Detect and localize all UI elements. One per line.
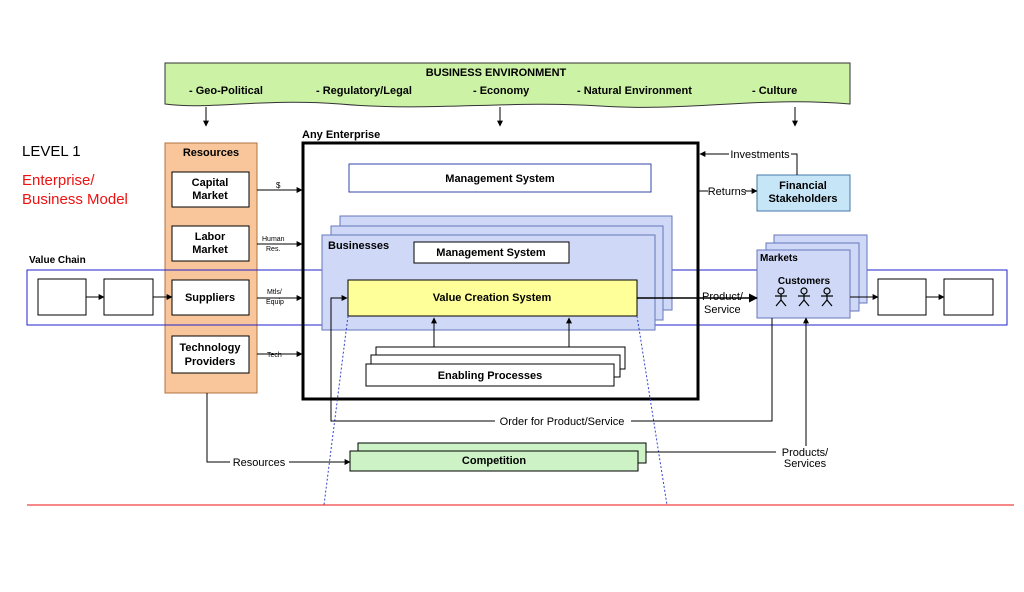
labor-market-line1: Labor	[195, 231, 226, 243]
flow-labor-line1: Human	[262, 236, 285, 243]
management-system-label: Management System	[445, 173, 555, 185]
businesses-title: Businesses	[328, 240, 389, 252]
competition-label: Competition	[462, 455, 526, 467]
resources-to-competition-line	[206, 393, 230, 463]
labor-market-box	[171, 225, 250, 262]
value-creation-system-label: Value Creation System	[433, 292, 552, 304]
customer-figure-icon	[821, 287, 833, 307]
value-chain-box-3	[877, 278, 927, 316]
customers-label: Customers	[778, 276, 831, 287]
capital-market-line2: Market	[192, 190, 228, 202]
value-chain-box-2	[103, 278, 154, 316]
flow-tech-label: Tech	[267, 352, 282, 359]
enabling-processes-box	[365, 363, 615, 387]
level-label: LEVEL 1	[22, 143, 81, 160]
enabling-processes-label: Enabling Processes	[438, 370, 543, 382]
value-chain-box-1	[37, 278, 87, 316]
investments-label: Investments	[730, 149, 790, 161]
order-line-left	[330, 295, 495, 422]
products-services-line2: Services	[784, 458, 827, 470]
products-services-line1: Products/	[782, 447, 829, 459]
financial-stakeholders-box	[756, 174, 851, 212]
customer-figure-icon	[798, 287, 810, 307]
model-title-line1: Enterprise/	[22, 172, 95, 189]
order-label: Order for Product/Service	[500, 416, 625, 428]
value-chain-label: Value Chain	[29, 255, 86, 266]
markets-title: Markets	[760, 253, 798, 264]
flow-capital-label: $	[276, 181, 281, 190]
model-title-line2: Business Model	[22, 191, 128, 208]
env-item-geo-political: - Geo-Political	[189, 85, 263, 97]
env-item-culture: - Culture	[752, 85, 797, 97]
resources-flow-label: Resources	[233, 457, 286, 469]
env-item-regulatory: - Regulatory/Legal	[316, 85, 412, 97]
technology-providers-line2: Providers	[185, 356, 236, 368]
financial-stakeholders-line1: Financial	[779, 180, 827, 192]
business-management-system-label: Management System	[436, 247, 546, 259]
business-management-system-box	[413, 241, 570, 264]
value-creation-system-box	[347, 279, 638, 317]
customer-figures	[775, 287, 833, 307]
product-service-line2: Service	[704, 304, 741, 316]
enterprise-box	[301, 141, 700, 401]
financial-stakeholders-line2: Stakeholders	[768, 193, 837, 205]
returns-label: Returns	[708, 186, 747, 198]
zoom-line-right	[636, 315, 668, 506]
customer-figure-icon	[775, 287, 787, 307]
product-service-line1: Product/	[702, 291, 744, 303]
enterprise-title: Any Enterprise	[302, 129, 380, 141]
management-system-box	[348, 163, 652, 193]
resources-title: Resources	[183, 147, 239, 159]
capital-market-box	[171, 171, 250, 208]
suppliers-label: Suppliers	[185, 292, 235, 304]
investments-line	[791, 153, 798, 175]
capital-market-line1: Capital	[192, 177, 229, 189]
order-line-right	[631, 318, 773, 422]
env-item-natural-environment: - Natural Environment	[577, 85, 692, 97]
technology-providers-box	[171, 335, 250, 374]
flow-suppliers-line2: Equip	[266, 299, 284, 306]
flow-suppliers-line1: Mtls/	[267, 289, 282, 296]
labor-market-line2: Market	[192, 244, 228, 256]
business-environment-title: BUSINESS ENVIRONMENT	[426, 67, 567, 79]
technology-providers-line1: Technology	[180, 342, 242, 354]
env-item-economy: - Economy	[473, 85, 530, 97]
business-environment-banner	[164, 62, 851, 108]
value-chain-box-4	[943, 278, 994, 316]
flow-labor-line2: Res.	[266, 246, 280, 253]
zoom-line-left	[323, 315, 349, 506]
